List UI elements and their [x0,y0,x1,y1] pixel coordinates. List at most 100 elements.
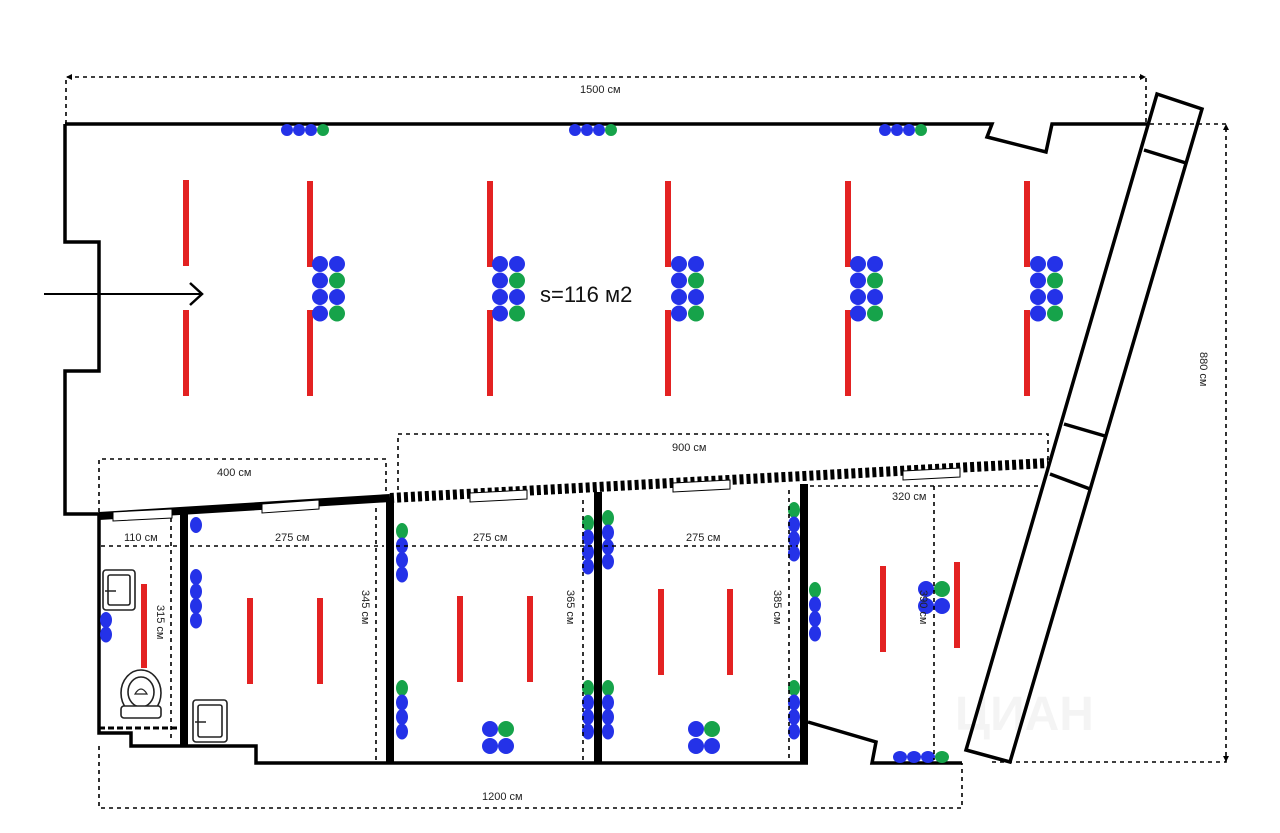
chair-icon [602,553,614,570]
dim-label-office3-width: 275 см [686,532,720,544]
chair-icon [293,124,305,136]
chair-icon [850,256,866,272]
chair-icon [329,289,345,305]
dim-label-office2-width: 275 см [473,532,507,544]
chair-icon [482,721,498,737]
area-label: s=116 м2 [540,282,632,307]
chair-icon [190,598,202,614]
desk [954,562,960,648]
chair-icon [704,721,720,737]
chair-icon [671,305,687,322]
office-chairs [100,502,950,763]
chair-icon [1030,305,1046,322]
chair-icon [704,738,720,754]
desk [307,181,313,267]
dim-label-office1-height: 345 см [359,590,371,624]
chair-icon [934,598,950,614]
chair-icon [329,272,345,289]
chair-icon [492,289,508,305]
chair-icon [602,510,614,526]
dim-label-office3-height: 385 см [771,590,783,624]
desk [527,596,533,682]
chair-icon [492,272,508,289]
chair-icon [396,537,408,554]
chair-icon [312,256,328,272]
chair-icon [907,751,921,763]
chair-icon [903,124,915,136]
chair-icon [1047,289,1063,305]
chair-icon [582,709,594,725]
window [112,508,173,522]
chair-icon [918,598,934,614]
chair-icon [582,558,594,575]
sink-icon [192,699,228,743]
desk [880,566,886,652]
chair-icon [850,272,866,289]
chair-icon [605,124,617,136]
chair-icon [602,694,614,711]
desk [1024,310,1030,396]
desk [307,310,313,396]
chair-icon [509,272,525,289]
chair-icon [582,694,594,711]
chair-icon [602,524,614,541]
dim-label-total-width: 1500 см [580,84,621,96]
desk [727,589,733,675]
chair-icon [809,582,821,598]
dim-label-offices-width: 900 см [672,442,706,454]
chair-icon [190,569,202,585]
chair-icon [788,502,800,518]
chair-icon [867,305,883,322]
chair-icon [396,709,408,725]
chair-icon [788,531,800,547]
chair-icon [190,517,202,533]
chair-icon [867,272,883,289]
chair-icon [879,124,891,136]
dim-label-office4-height: 390 см [917,590,929,624]
chair-icon [482,738,498,754]
desk [317,598,323,684]
chair-icon [688,721,704,737]
dim-label-wc-width: 110 см [124,532,158,544]
entrance-arrow-icon [44,282,204,306]
desk [665,181,671,267]
chair-icon [1047,305,1063,322]
chair-icon [935,751,949,763]
chair-icon [921,751,935,763]
desk [845,310,851,396]
chair-icon [602,539,614,555]
chair-icon [1030,272,1046,289]
chair-icon [809,611,821,627]
chair-icon [602,709,614,725]
chair-icon [312,289,328,305]
chair-icon [509,256,525,272]
desk [247,598,253,684]
chair-icon [788,516,800,533]
chair-icon [867,289,883,305]
top-wall-chairs [281,124,927,136]
chair-icon [688,305,704,322]
chair-icon [498,738,514,754]
chair-icon [498,721,514,737]
chair-icon [788,694,800,711]
main-room-desks [183,180,1030,396]
chair-icon [569,124,581,136]
chair-icon [582,515,594,531]
room4-bottom-wall [807,720,962,765]
chair-icon [312,272,328,289]
chair-icon [671,256,687,272]
chair-icon [788,709,800,725]
chair-icon [329,256,345,272]
chair-icon [788,545,800,562]
toilet-icon [120,669,162,719]
chair-icon [396,694,408,711]
chair-icon [329,305,345,322]
chair-icon [509,305,525,322]
window [261,499,320,514]
chair-icon [593,124,605,136]
chair-icon [396,566,408,583]
dim-label-total-height: 880 см [1197,352,1209,386]
chair-icon [281,124,293,136]
chair-icon [305,124,317,136]
